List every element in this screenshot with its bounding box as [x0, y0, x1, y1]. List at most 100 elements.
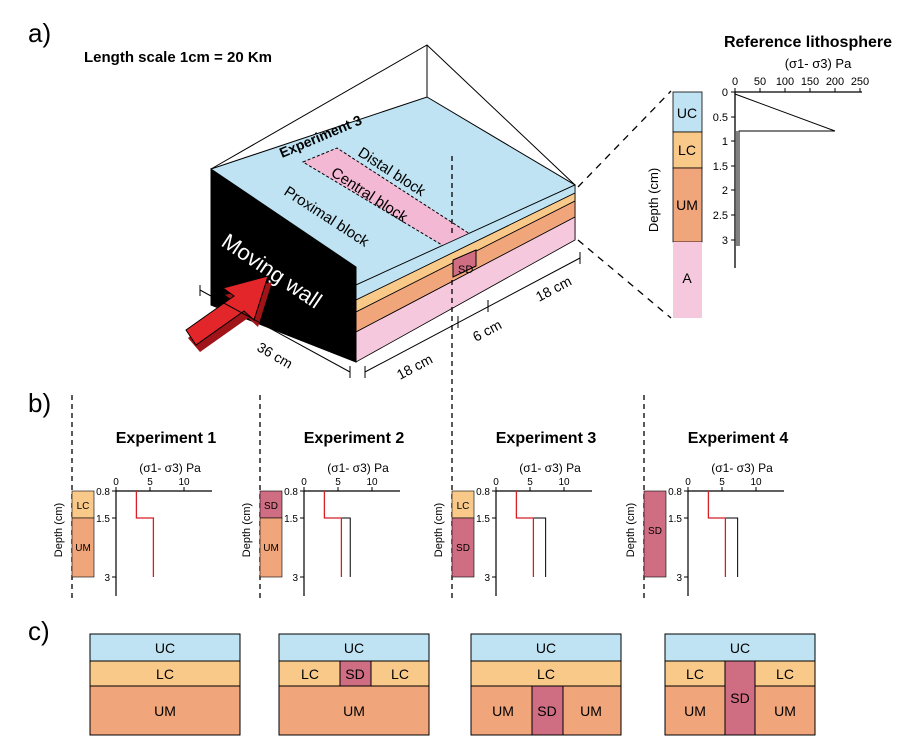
section-4-um-right [754, 685, 816, 736]
experiment-depth-label: Depth (cm) [53, 503, 65, 557]
panel-label-a: a) [28, 18, 51, 48]
dim-18b-label: 18 cm [533, 273, 574, 305]
experiment-y-tick-label: 3 [676, 573, 682, 584]
section-1-lc-label: LC [156, 666, 174, 682]
experiment-y-tick-label: 0.8 [284, 487, 298, 498]
side-sd-label: SD [458, 264, 473, 276]
central-block-stripe [301, 147, 475, 249]
ref-layer-um: UM [676, 197, 698, 213]
experiment-y-tick-label: 1.5 [476, 514, 490, 525]
experiment-title: Experiment 3 [496, 430, 597, 447]
section-2-lc-left-label: LC [301, 666, 319, 682]
experiment-x-tick-label: 10 [750, 477, 762, 488]
section-3: UC LC UM SD UM [470, 633, 622, 736]
ref-a-layer [673, 242, 702, 318]
reference-strength-profile [516, 517, 547, 577]
experiment-y-tick-label: 3 [484, 573, 490, 584]
dim-18a-label: 18 cm [394, 351, 435, 383]
experiment-y-tick-label: 0.8 [96, 487, 110, 498]
experiment-x-tick-label: 5 [527, 477, 533, 488]
experiment-y-tick-label: 0.8 [476, 487, 490, 498]
reference-lithosphere: Reference lithosphere (σ1- σ3) Pa UC LC … [646, 34, 892, 318]
section-3-sd-label: SD [537, 703, 556, 719]
section-1: UC LC UM [89, 633, 241, 736]
column-bottom-layer [71, 517, 95, 578]
section-2-sd-label: SD [345, 666, 364, 682]
length-scale-text: Length scale 1cm = 20 Km [84, 49, 272, 66]
experiment-x-tick-label: 0 [685, 477, 691, 488]
experiment-3: Experiment 3 (σ1- σ3) Pa Depth (cm) LC SD 0 5 1… [433, 395, 596, 598]
section-3-uc [470, 633, 622, 662]
section-4-lc-left [664, 660, 726, 687]
reference-strength-profile [725, 517, 739, 577]
ref-y-tick-label: 2 [722, 185, 728, 197]
experiment-x-tick-label: 10 [558, 477, 570, 488]
experiment-y-tick-label: 1.5 [96, 514, 110, 525]
column-bottom-label: UM [75, 543, 91, 554]
section-2-um [278, 685, 430, 736]
experiment-x-tick-label: 0 [301, 477, 307, 488]
experiment-x-tick-label: 10 [178, 477, 190, 488]
section-4-um-left-label: UM [684, 703, 706, 719]
ref-y-tick-label: 3 [722, 235, 728, 247]
experiment-y-tick-label: 3 [292, 573, 298, 584]
section-4-sd-label: SD [730, 690, 749, 706]
section-4-um-right-label: UM [774, 703, 796, 719]
column-top-label: LC [457, 501, 470, 512]
experiment-depth-label: Depth (cm) [241, 503, 253, 557]
dim-line-bottom [364, 252, 581, 378]
section-1-lc [89, 660, 241, 687]
section-2-lc-left [278, 660, 341, 687]
panel-b: Experiment 1 (σ1- σ3) Pa Depth (cm) LC UM 0 5 1… [53, 395, 788, 598]
column-bottom-label: SD [456, 543, 470, 554]
ref-x-tick-label: 0 [732, 76, 738, 88]
ref-y-ticks: 00.511.522.53 [713, 87, 735, 247]
section-4-um-left [664, 685, 726, 736]
experiment-title: Experiment 1 [116, 430, 217, 447]
ref-lc-layer [672, 131, 703, 169]
section-1-um-label: UM [154, 703, 176, 719]
section-4-sd [724, 660, 756, 736]
section-3-uc-label: UC [536, 640, 556, 656]
ref-y-tick-label: 1 [722, 136, 728, 148]
ref-y-tick-label: 2.5 [713, 210, 728, 222]
section-3-um-right-label: UM [580, 703, 602, 719]
reference-strength-profile [324, 517, 351, 577]
column-top-label: LC [77, 501, 90, 512]
experiment-x-tick-label: 0 [113, 477, 119, 488]
experiment-y-tick-label: 3 [104, 573, 110, 584]
experiment-x-tick-label: 5 [147, 477, 153, 488]
experiment-strength-profile [323, 491, 343, 577]
ref-y-tick-label: 0.5 [713, 112, 728, 124]
experiment-strength-profile [515, 491, 535, 577]
panel-label-c: c) [28, 616, 50, 646]
ref-um-layer [672, 167, 703, 243]
section-4-lc-right-label: LC [776, 666, 794, 682]
ref-strength-profile [734, 93, 836, 246]
experiment-depth-label: Depth (cm) [433, 503, 445, 557]
experiment-stress-label: (σ1- σ3) Pa [711, 461, 773, 475]
section-2-lc-right-label: LC [391, 666, 409, 682]
panel-label-b: b) [28, 388, 51, 418]
experiment-stress-label: (σ1- σ3) Pa [327, 461, 389, 475]
experiment-x-tick-label: 10 [366, 477, 378, 488]
column-bottom-label: UM [263, 543, 279, 554]
column-bottom-layer [259, 517, 283, 578]
ref-depth-label: Depth (cm) [646, 168, 661, 232]
experiment-stress-label: (σ1- σ3) Pa [519, 461, 581, 475]
section-3-lc-label: LC [537, 666, 555, 682]
panel-c: UC LC UM UC LC SD LC UM UC LC UM S [89, 633, 816, 736]
dim-6-label: 6 cm [470, 316, 504, 344]
experiment-x-tick-label: 0 [493, 477, 499, 488]
section-2-uc-label: UC [344, 640, 364, 656]
ref-x-tick-label: 150 [801, 76, 819, 88]
section-4-uc-label: UC [730, 640, 750, 656]
ref-layer-uc: UC [677, 105, 697, 121]
ref-x-tick-label: 100 [776, 76, 794, 88]
side-sd-block [452, 249, 477, 278]
experiment-x-tick-label: 5 [719, 477, 725, 488]
section-1-um [89, 685, 241, 736]
ref-y-tick-label: 1.5 [713, 161, 728, 173]
